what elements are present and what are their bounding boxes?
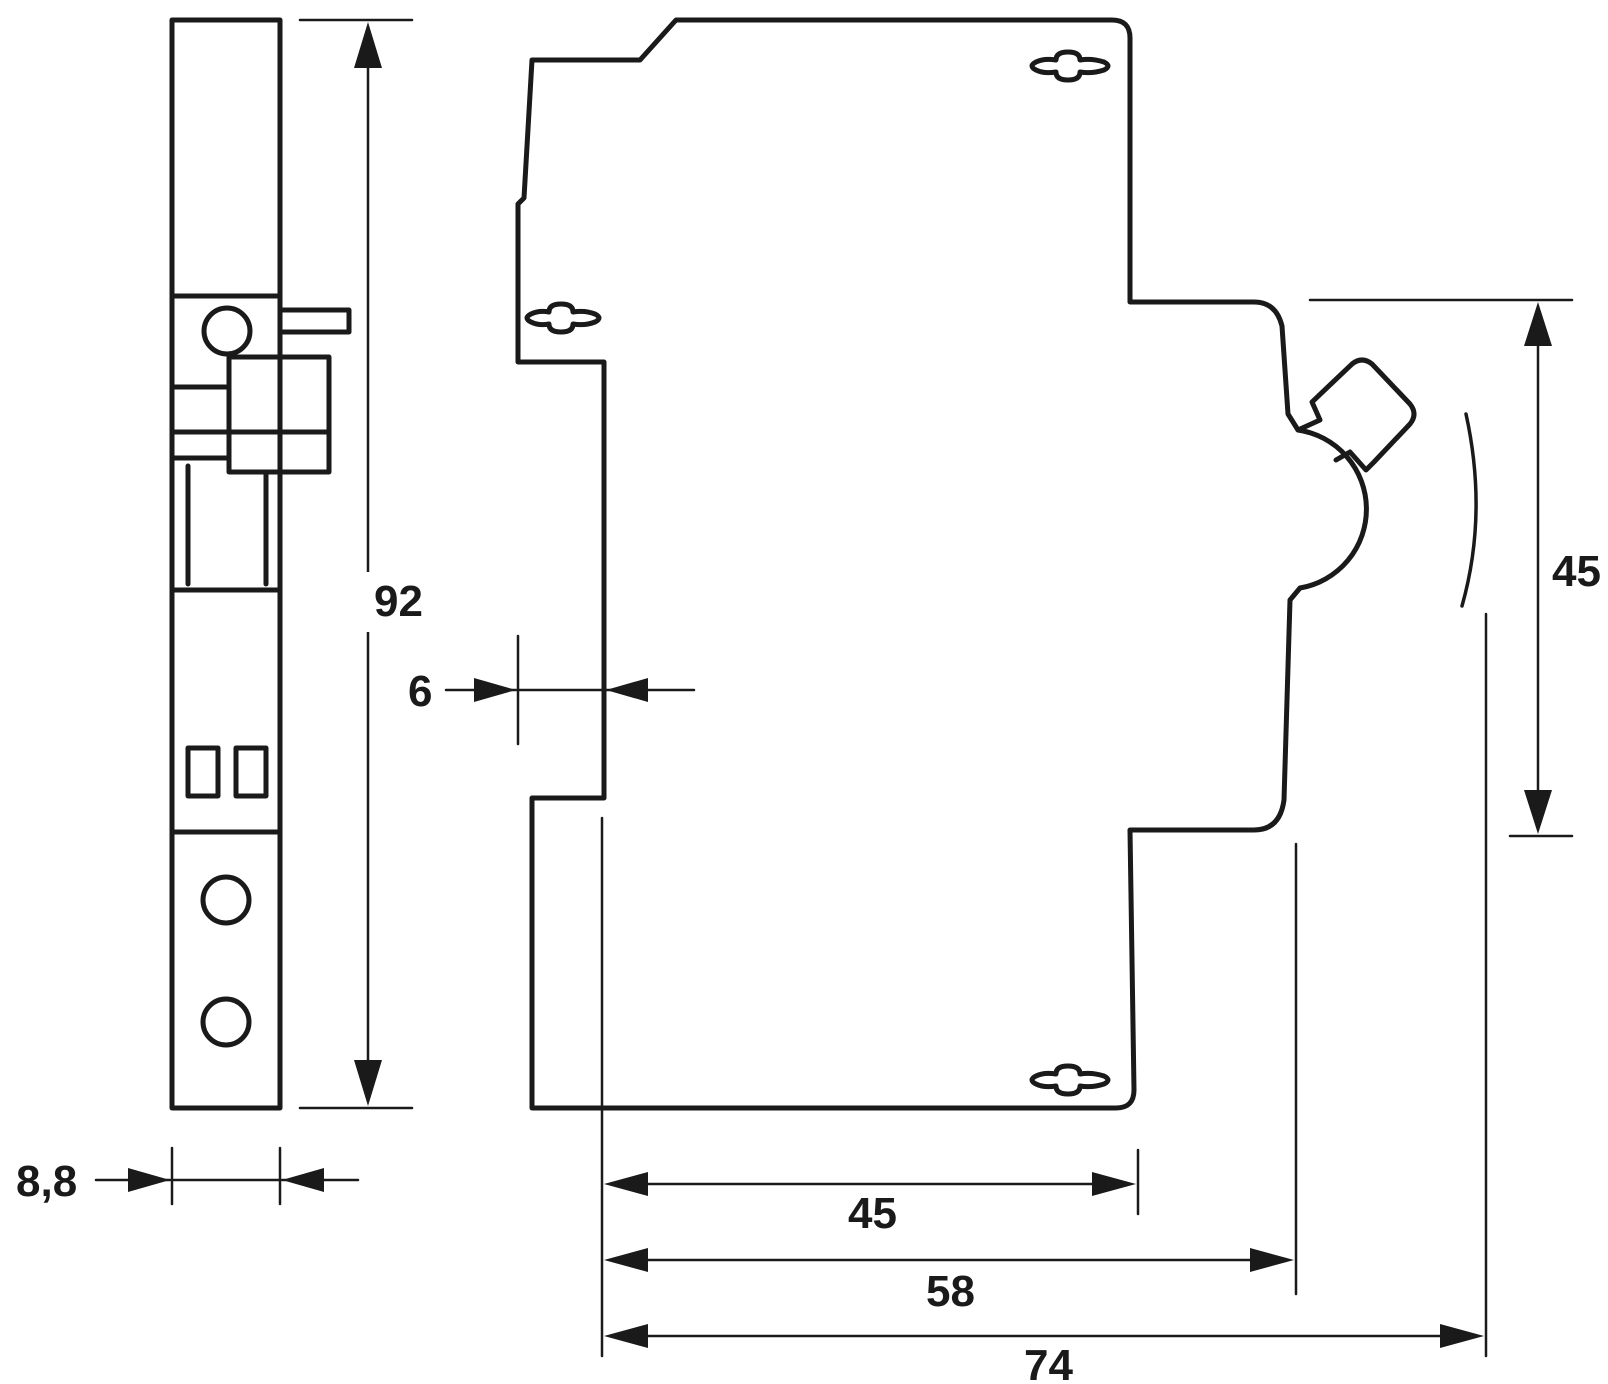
arrow-right-icon xyxy=(128,1168,170,1192)
arrow-down-icon xyxy=(354,1060,382,1106)
side-view-toggle-stub xyxy=(277,307,352,335)
side-view xyxy=(169,17,352,1111)
side-view-terminal-screw-mid xyxy=(200,874,252,926)
side-view-window-right xyxy=(233,745,269,799)
mounting-slot-top-icon xyxy=(1029,49,1111,83)
arrow-up-icon xyxy=(1524,302,1552,346)
dimension-label-backdrop xyxy=(364,572,434,632)
dimension-rail-offset: 6 xyxy=(408,634,696,746)
mounting-slot-left-icon xyxy=(524,301,602,335)
side-view-body xyxy=(169,17,283,1111)
dimension-label-depth-total: 74 xyxy=(1024,1341,1073,1384)
profile-view-outline xyxy=(515,17,1369,1111)
arrow-right-icon xyxy=(474,678,516,702)
toggle-arc xyxy=(1460,412,1478,608)
dimension-front-height: 45 xyxy=(1308,298,1606,838)
dimension-height: 92 xyxy=(298,18,434,1110)
dimension-label-backdrop xyxy=(1546,544,1606,604)
arrow-right-icon xyxy=(1092,1172,1136,1196)
arrow-right-icon xyxy=(1250,1248,1294,1272)
arrow-left-icon xyxy=(606,678,648,702)
arrow-left-icon xyxy=(604,1324,648,1348)
dimension-label-height: 92 xyxy=(374,577,423,626)
toggle-lever xyxy=(1295,357,1417,473)
profile-view xyxy=(515,17,1478,1111)
side-view-toggle-block xyxy=(226,354,332,475)
arrow-down-icon xyxy=(1524,790,1552,834)
arrow-left-icon xyxy=(604,1172,648,1196)
side-view-window-left xyxy=(185,745,221,799)
dimension-label-depth-front: 45 xyxy=(848,1189,897,1238)
side-view-terminal-screw-bottom xyxy=(200,996,252,1048)
dimension-label-rail-offset: 6 xyxy=(408,667,432,716)
dimension-label-depth-shoulder: 58 xyxy=(926,1267,975,1316)
arrow-left-icon xyxy=(604,1248,648,1272)
arrow-left-icon xyxy=(282,1168,324,1192)
mounting-slot-bottom-icon xyxy=(1029,1063,1111,1097)
side-view-terminal-screw-top xyxy=(201,305,253,357)
dimension-width: 8,8 xyxy=(16,1146,360,1206)
dimension-label-width: 8,8 xyxy=(16,1157,77,1206)
dimension-label-front-height: 45 xyxy=(1552,547,1601,596)
arrow-right-icon xyxy=(1440,1324,1484,1348)
arrow-up-icon xyxy=(354,22,382,68)
dimension-depths: 45 58 74 xyxy=(600,612,1488,1384)
